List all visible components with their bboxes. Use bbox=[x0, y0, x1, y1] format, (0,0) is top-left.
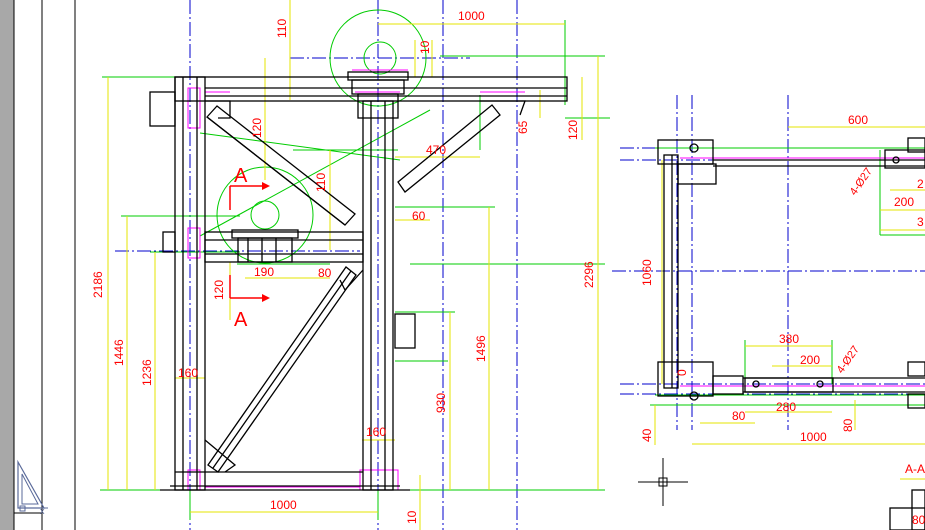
dim-120-c: 120 bbox=[212, 280, 226, 300]
dim-80: 80 bbox=[318, 266, 332, 280]
dim-470: 470 bbox=[426, 143, 446, 157]
hole-label-top: 4-Ø27 bbox=[848, 166, 875, 198]
dim-10-top: 10 bbox=[418, 40, 432, 54]
section-label-a-bottom: A bbox=[234, 309, 248, 331]
center-lines-side bbox=[612, 95, 925, 430]
dim-1446: 1446 bbox=[112, 339, 126, 366]
magenta-lines-front bbox=[187, 69, 525, 491]
dimension-lines-front bbox=[107, 0, 599, 530]
dimension-lines-side bbox=[654, 126, 925, 445]
dim-190: 190 bbox=[254, 265, 274, 279]
dim-bottom-width: 1000 bbox=[270, 498, 297, 512]
dim-1000-side: 1000 bbox=[800, 430, 827, 444]
dim-total-height: 2186 bbox=[91, 271, 105, 298]
section-label-a-top: A bbox=[234, 165, 248, 187]
svg-text:x: x bbox=[40, 506, 45, 516]
dim-600: 600 bbox=[848, 113, 868, 127]
dim-80-left: 80 bbox=[732, 409, 746, 423]
section-title-aa: A-A bbox=[905, 462, 925, 476]
dim-930: 930 bbox=[434, 393, 448, 413]
dim-60: 60 bbox=[412, 209, 426, 223]
dim-2296: 2296 bbox=[582, 261, 596, 288]
dim-2-partial: 2 bbox=[917, 177, 924, 191]
side-structure bbox=[657, 137, 925, 530]
dim-80-bottom-partial: 80 bbox=[912, 513, 925, 527]
dim-10-bottom: 10 bbox=[405, 510, 419, 524]
dim-110-top: 110 bbox=[275, 19, 289, 38]
dim-40: 40 bbox=[640, 428, 654, 442]
hole-label-bottom: 4-Ø27 bbox=[835, 344, 862, 376]
dim-0-partial: 0 bbox=[675, 369, 689, 376]
hook-circles bbox=[216, 9, 427, 264]
dim-top-width: 1000 bbox=[458, 9, 485, 23]
dim-160-bottom: 160 bbox=[366, 425, 386, 439]
extension-lines-front bbox=[100, 20, 610, 520]
dim-65: 65 bbox=[516, 120, 530, 134]
dim-200-top: 200 bbox=[894, 195, 914, 209]
magenta-lines-side bbox=[680, 157, 925, 387]
section-marker-a bbox=[229, 182, 270, 302]
dim-1496: 1496 bbox=[474, 335, 488, 362]
dim-120-a: 120 bbox=[250, 118, 264, 138]
ucs-icon: x bbox=[17, 459, 48, 516]
dim-1060: 1060 bbox=[640, 259, 654, 286]
dim-110-mid: 110 bbox=[314, 173, 328, 192]
left-sidebar bbox=[0, 0, 14, 530]
dim-380: 380 bbox=[779, 332, 799, 346]
dim-120-b: 120 bbox=[566, 120, 580, 140]
dim-80-right: 80 bbox=[841, 418, 855, 432]
dim-280: 280 bbox=[776, 400, 796, 414]
dim-3-partial: 3 bbox=[917, 215, 924, 229]
dim-160-left: 160 bbox=[178, 366, 198, 380]
frame-structure bbox=[149, 71, 568, 491]
dim-200: 200 bbox=[800, 353, 820, 367]
dim-1236: 1236 bbox=[140, 359, 154, 386]
crosshair-cursor bbox=[638, 458, 688, 506]
